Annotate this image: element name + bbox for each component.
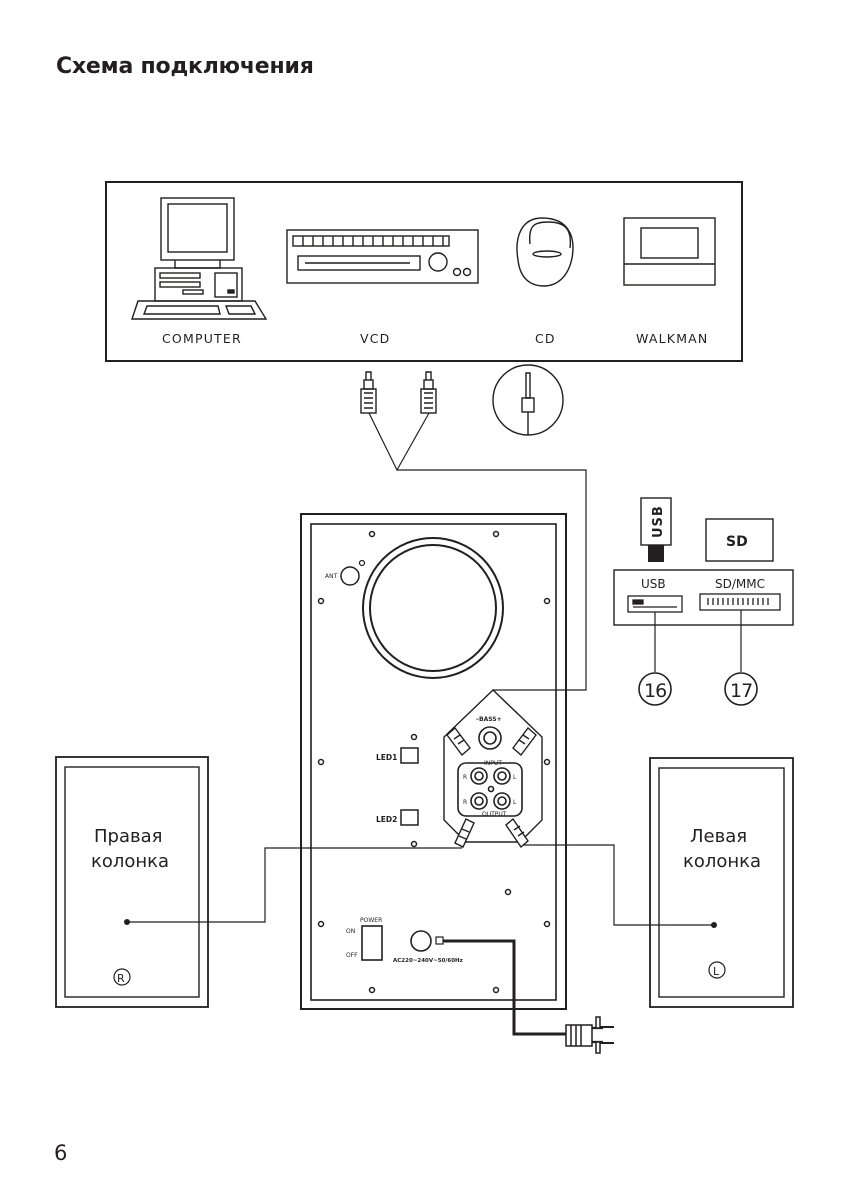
- source-label-computer: COMPUTER: [162, 331, 242, 346]
- rca-plug-right-icon: [420, 371, 437, 414]
- right-speaker-mark-circle: [113, 968, 131, 986]
- callout-17-number: 17: [730, 680, 752, 702]
- sources-frame: [105, 181, 743, 362]
- ac-inlet-icon: [410, 930, 432, 952]
- callout-16-circle: [638, 672, 672, 706]
- usb-stick-icon: [640, 497, 672, 562]
- mini-jack-icon: [492, 364, 564, 436]
- input-r-label: R: [463, 774, 467, 781]
- cd-player-icon: [516, 217, 574, 287]
- bass-port-icon: [362, 537, 504, 679]
- power-cord: [443, 939, 567, 1036]
- sdmmc-port-label: SD/MMC: [715, 577, 765, 591]
- right-speaker-wire: [127, 847, 462, 923]
- right-speaker-label-line2: колонка: [91, 851, 169, 872]
- page-number: 6: [54, 1141, 68, 1165]
- screw-holes: [317, 530, 551, 994]
- power-off-label: OFF: [346, 952, 358, 959]
- subwoofer-back-panel: [300, 513, 567, 1010]
- power-plug-icon: [565, 1016, 614, 1054]
- rca-y-cable: [368, 412, 587, 691]
- output-l-label: L: [513, 799, 517, 806]
- led1-indicator: [400, 747, 419, 764]
- card-reader-panel: [613, 569, 794, 626]
- vcd-player-icon: [286, 229, 479, 284]
- usb-port-icon: [627, 595, 683, 613]
- output-plug-right-icon: [505, 817, 529, 849]
- power-label: POWER: [360, 917, 382, 924]
- sd-card-icon: [705, 518, 774, 562]
- left-speaker-mark-circle: [708, 961, 726, 979]
- led2-indicator: [400, 809, 419, 826]
- right-speaker-label-line1: Правая: [94, 826, 162, 847]
- callout-17-circle: [724, 672, 758, 706]
- input-plug-right-icon: [512, 726, 537, 757]
- bass-knob-icon: [478, 726, 502, 750]
- input-l-label: L: [513, 774, 517, 781]
- sdmmc-slot-icon: [699, 593, 781, 611]
- ac-rating-label: AC220~240V~50/60Hz: [393, 958, 463, 964]
- output-label: OUTPUT: [482, 811, 507, 818]
- usb-port-label: USB: [641, 577, 666, 591]
- right-speaker: [55, 756, 209, 1008]
- output-r-label: R: [463, 799, 467, 806]
- page-title: Схема подключения: [56, 54, 314, 79]
- left-speaker-label-line2: колонка: [683, 851, 761, 872]
- source-label-cd: CD: [535, 331, 556, 346]
- antenna-socket-icon: [340, 566, 360, 586]
- left-speaker-mark: L: [713, 965, 720, 978]
- usb-stick-label: USB: [651, 505, 666, 538]
- ant-label: ANT: [325, 573, 338, 580]
- power-switch: [361, 925, 383, 961]
- sd-card-label: SD: [726, 534, 748, 550]
- bass-label: –BASS+: [476, 716, 502, 723]
- power-on-label: ON: [346, 928, 355, 935]
- walkman-icon: [623, 217, 716, 286]
- rca-jacks-icon: [470, 767, 511, 810]
- left-speaker-wire: [524, 844, 714, 926]
- rca-jack-panel: [457, 762, 523, 817]
- source-label-walkman: WALKMAN: [636, 331, 708, 346]
- source-label-vcd: VCD: [360, 331, 391, 346]
- led1-label: LED1: [376, 753, 397, 762]
- led2-label: LED2: [376, 815, 397, 824]
- left-speaker-label-line1: Левая: [690, 826, 747, 847]
- output-plug-left-icon: [454, 818, 475, 848]
- callout-16-number: 16: [644, 680, 666, 702]
- control-area-outline: [443, 689, 543, 843]
- right-speaker-mark: R: [117, 972, 125, 985]
- computer-icon: [131, 197, 268, 320]
- ac-cable-entry: [435, 936, 444, 945]
- left-speaker: [649, 757, 794, 1008]
- rca-plug-left-icon: [360, 371, 377, 414]
- input-plug-left-icon: [446, 726, 471, 757]
